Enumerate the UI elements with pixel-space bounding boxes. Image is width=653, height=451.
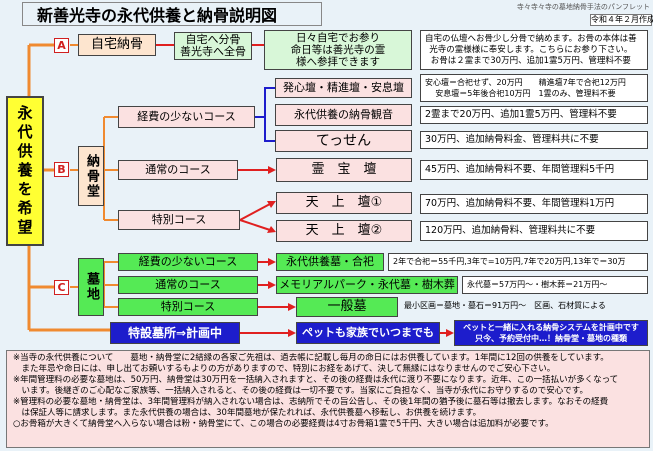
cemetery-normal-info: 永代墓＝57万円〜・樹木葬＝21万円〜: [462, 276, 648, 294]
cemetery-title[interactable]: 墓地: [78, 258, 104, 316]
cemetery-low-info: 2年で合祀＝55千円,3年で=10万円,7年で20万円,13年で＝30万: [388, 253, 648, 271]
cemetery-special-item[interactable]: 一般墓: [296, 297, 398, 317]
home-burial-title[interactable]: 自宅納骨: [78, 34, 156, 56]
note-line: ※当寺の永代供養について 墓地・納骨堂に2結縁の各家ご先祖は、過去帳に記載し毎月…: [13, 353, 609, 363]
pet-plan-desc: ペットと一緒に入れる納骨システムを計画中です 只今、予約受付中…！納骨堂・墓地の…: [454, 320, 648, 346]
ossuary-normal-course[interactable]: 通常のコース: [118, 160, 238, 180]
note-line: ※年間管理料の必要な墓地は、50万円、納骨堂は30万円を一括納入されますと、その…: [13, 375, 619, 385]
ossuary-low-info-2: 2霊まで20万円、追加1霊5万円、管理料不要: [420, 106, 648, 124]
ossuary-normal-item[interactable]: 霊 宝 壇: [276, 158, 412, 182]
cemetery-normal-item[interactable]: メモリアルパーク・永代墓・樹木葬: [276, 276, 458, 294]
home-burial-detail: 自宅の仏壇へお骨少し分骨で納めます。お骨の本体は善 光寺の霊様様に奉安します。こ…: [420, 30, 648, 70]
date-label: 令和４年２月作成: [590, 14, 653, 26]
pet-family-button[interactable]: ペットも家族でいつまでも: [296, 322, 440, 344]
ossuary-normal-info: 45万円、追加納骨料不要、年間管理料5千円: [420, 160, 648, 180]
cemetery-normal-course[interactable]: 通常のコース: [118, 276, 258, 294]
ossuary-title[interactable]: 納骨堂: [78, 146, 104, 206]
eternal-memorial-label: 永代供養を希望: [6, 96, 44, 246]
ossuary-low-info-1: 安心壇＝合祀せず、20万円 精進壇7年で合祀12万円 安息壇＝5年後合祀10万円…: [420, 74, 648, 102]
ossuary-low-item-3[interactable]: てっせん: [275, 130, 412, 152]
section-a-marker: A: [54, 38, 69, 53]
note-line: また年忌や命日には、申し出てお頼いするもよりの方がありますので、特別にお経をあげ…: [13, 364, 556, 374]
ossuary-special-item-2[interactable]: 天 上 壇②: [276, 220, 412, 242]
ossuary-special-info-1: 70万円、追加納骨料不要、年間管理料1万円: [420, 194, 648, 214]
ossuary-low-info-3: 30万円、追加納骨料金、管理料共に不要: [420, 131, 648, 149]
ossuary-low-item-2[interactable]: 永代供養の納骨観音: [275, 104, 412, 126]
ossuary-special-info-2: 120万円、追加納骨料、管理料共に不要: [420, 221, 648, 241]
cemetery-low-cost-course[interactable]: 経費の少ないコース: [118, 253, 258, 271]
cemetery-low-item[interactable]: 永代供養墓・合祀: [276, 253, 384, 271]
cemetery-special-course[interactable]: 特別コース: [118, 298, 258, 316]
notes-panel: ※当寺の永代供養について 墓地・納骨堂に2結縁の各家ご先祖は、過去帳に記載し毎月…: [6, 350, 650, 448]
note-line: ○お骨箱が大きくて納骨堂へ入らない場合は粉・納骨堂にて、この場合の必要経費は4寸…: [13, 419, 554, 429]
note-line: は保証人等に請求します。また永代供養の場合は、30年間墓地が保たれれば、永代供養…: [13, 408, 482, 418]
page-title: 新善光寺の永代供養と納骨説明図: [22, 2, 322, 26]
special-plot-button[interactable]: 特設墓所⇒計画中: [110, 322, 240, 344]
ossuary-low-item-1[interactable]: 発心壇・精進壇・安息壇: [275, 78, 412, 98]
ossuary-special-item-1[interactable]: 天 上 壇①: [276, 192, 412, 214]
section-c-marker: C: [54, 280, 69, 295]
home-burial-option: 自宅へ分骨 善光寺へ全骨: [174, 32, 252, 60]
ossuary-low-cost-course[interactable]: 経費の少ないコース: [118, 106, 255, 128]
top-right-note: 寺々寺々寺の墓地納骨手法のパンフレット: [516, 3, 650, 11]
note-line: ※管理料の必要な墓地・納骨堂は、3年間管理料が納入されない場合は、志納所でその旨…: [13, 397, 609, 407]
ossuary-special-course[interactable]: 特別コース: [118, 210, 240, 230]
cemetery-special-info: 最小区画＝墓地・墓石＝91万円〜 区画、石材質による: [404, 301, 606, 310]
section-b-marker: B: [54, 162, 69, 177]
home-burial-desc: 日々自宅でお参り 命日等は善光寺の霊 様へ参拝できます: [264, 30, 412, 70]
note-line: います。後継ぎのご心配なご家族等、一括納入されると、その後の経費は一切不要です。…: [13, 386, 588, 396]
